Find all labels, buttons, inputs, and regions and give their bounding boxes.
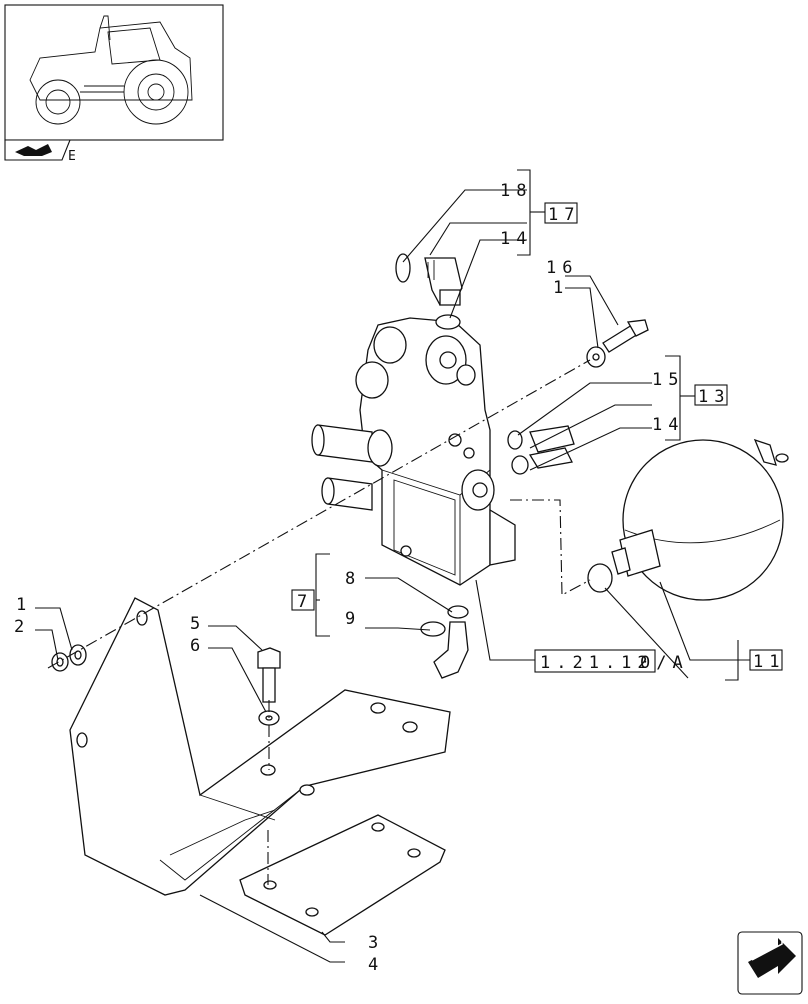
tractor-icon <box>29 15 193 125</box>
elbow-fitting-top <box>395 253 463 306</box>
ref-13[interactable]: 13 <box>694 384 730 407</box>
callout-1-upper: 1 <box>553 278 569 298</box>
ref-17[interactable]: 17 <box>544 202 580 225</box>
mounting-bracket <box>69 597 451 896</box>
elbow-fitting-7 <box>420 605 469 679</box>
screw-5 <box>257 647 281 726</box>
callout-16: 16 <box>546 258 578 278</box>
callout-14-right: 14 <box>652 415 684 435</box>
fittings-13 <box>507 425 789 475</box>
callout-14-top: 14 <box>500 229 532 249</box>
ref-11-label: 11 <box>753 652 785 672</box>
accumulator <box>587 438 784 601</box>
callout-6: 6 <box>190 636 206 656</box>
bolt-16 <box>586 319 649 368</box>
hand-icon <box>15 144 52 156</box>
callout-2: 2 <box>14 617 30 637</box>
callout-3: 3 <box>368 933 384 953</box>
ref-7-label: 7 <box>297 592 313 612</box>
o-ring-14-top <box>435 314 461 330</box>
callout-4: 4 <box>368 955 384 975</box>
tractor-thumbnail[interactable]: E <box>4 4 224 164</box>
ref-1-21-12-suffix: 0/A <box>640 653 689 673</box>
callout-8: 8 <box>345 569 361 589</box>
next-page-button[interactable] <box>737 931 803 995</box>
section-code: E <box>68 149 76 164</box>
arrow-next-icon <box>748 933 797 978</box>
callout-18: 18 <box>500 181 532 201</box>
callout-1-lower: 1 <box>16 595 32 615</box>
hydraulic-valve <box>311 317 516 586</box>
ref-7[interactable]: 7 <box>291 589 315 612</box>
ref-13-label: 13 <box>698 387 730 407</box>
callout-15: 15 <box>652 370 684 390</box>
ref-17-label: 17 <box>548 205 580 225</box>
callout-9: 9 <box>345 609 361 629</box>
ref-1-21-12[interactable]: 1.21.12 0/A <box>534 649 689 673</box>
mounting-plate <box>239 814 446 936</box>
callouts: 18 14 16 1 15 14 8 9 1 2 5 6 3 4 <box>14 181 684 975</box>
leader-lines <box>35 169 756 963</box>
ref-1-21-12-label: 1.21.12 <box>540 653 654 673</box>
assembly-axes <box>47 359 591 885</box>
ref-11[interactable]: 11 <box>749 649 785 672</box>
callout-5: 5 <box>190 614 206 634</box>
